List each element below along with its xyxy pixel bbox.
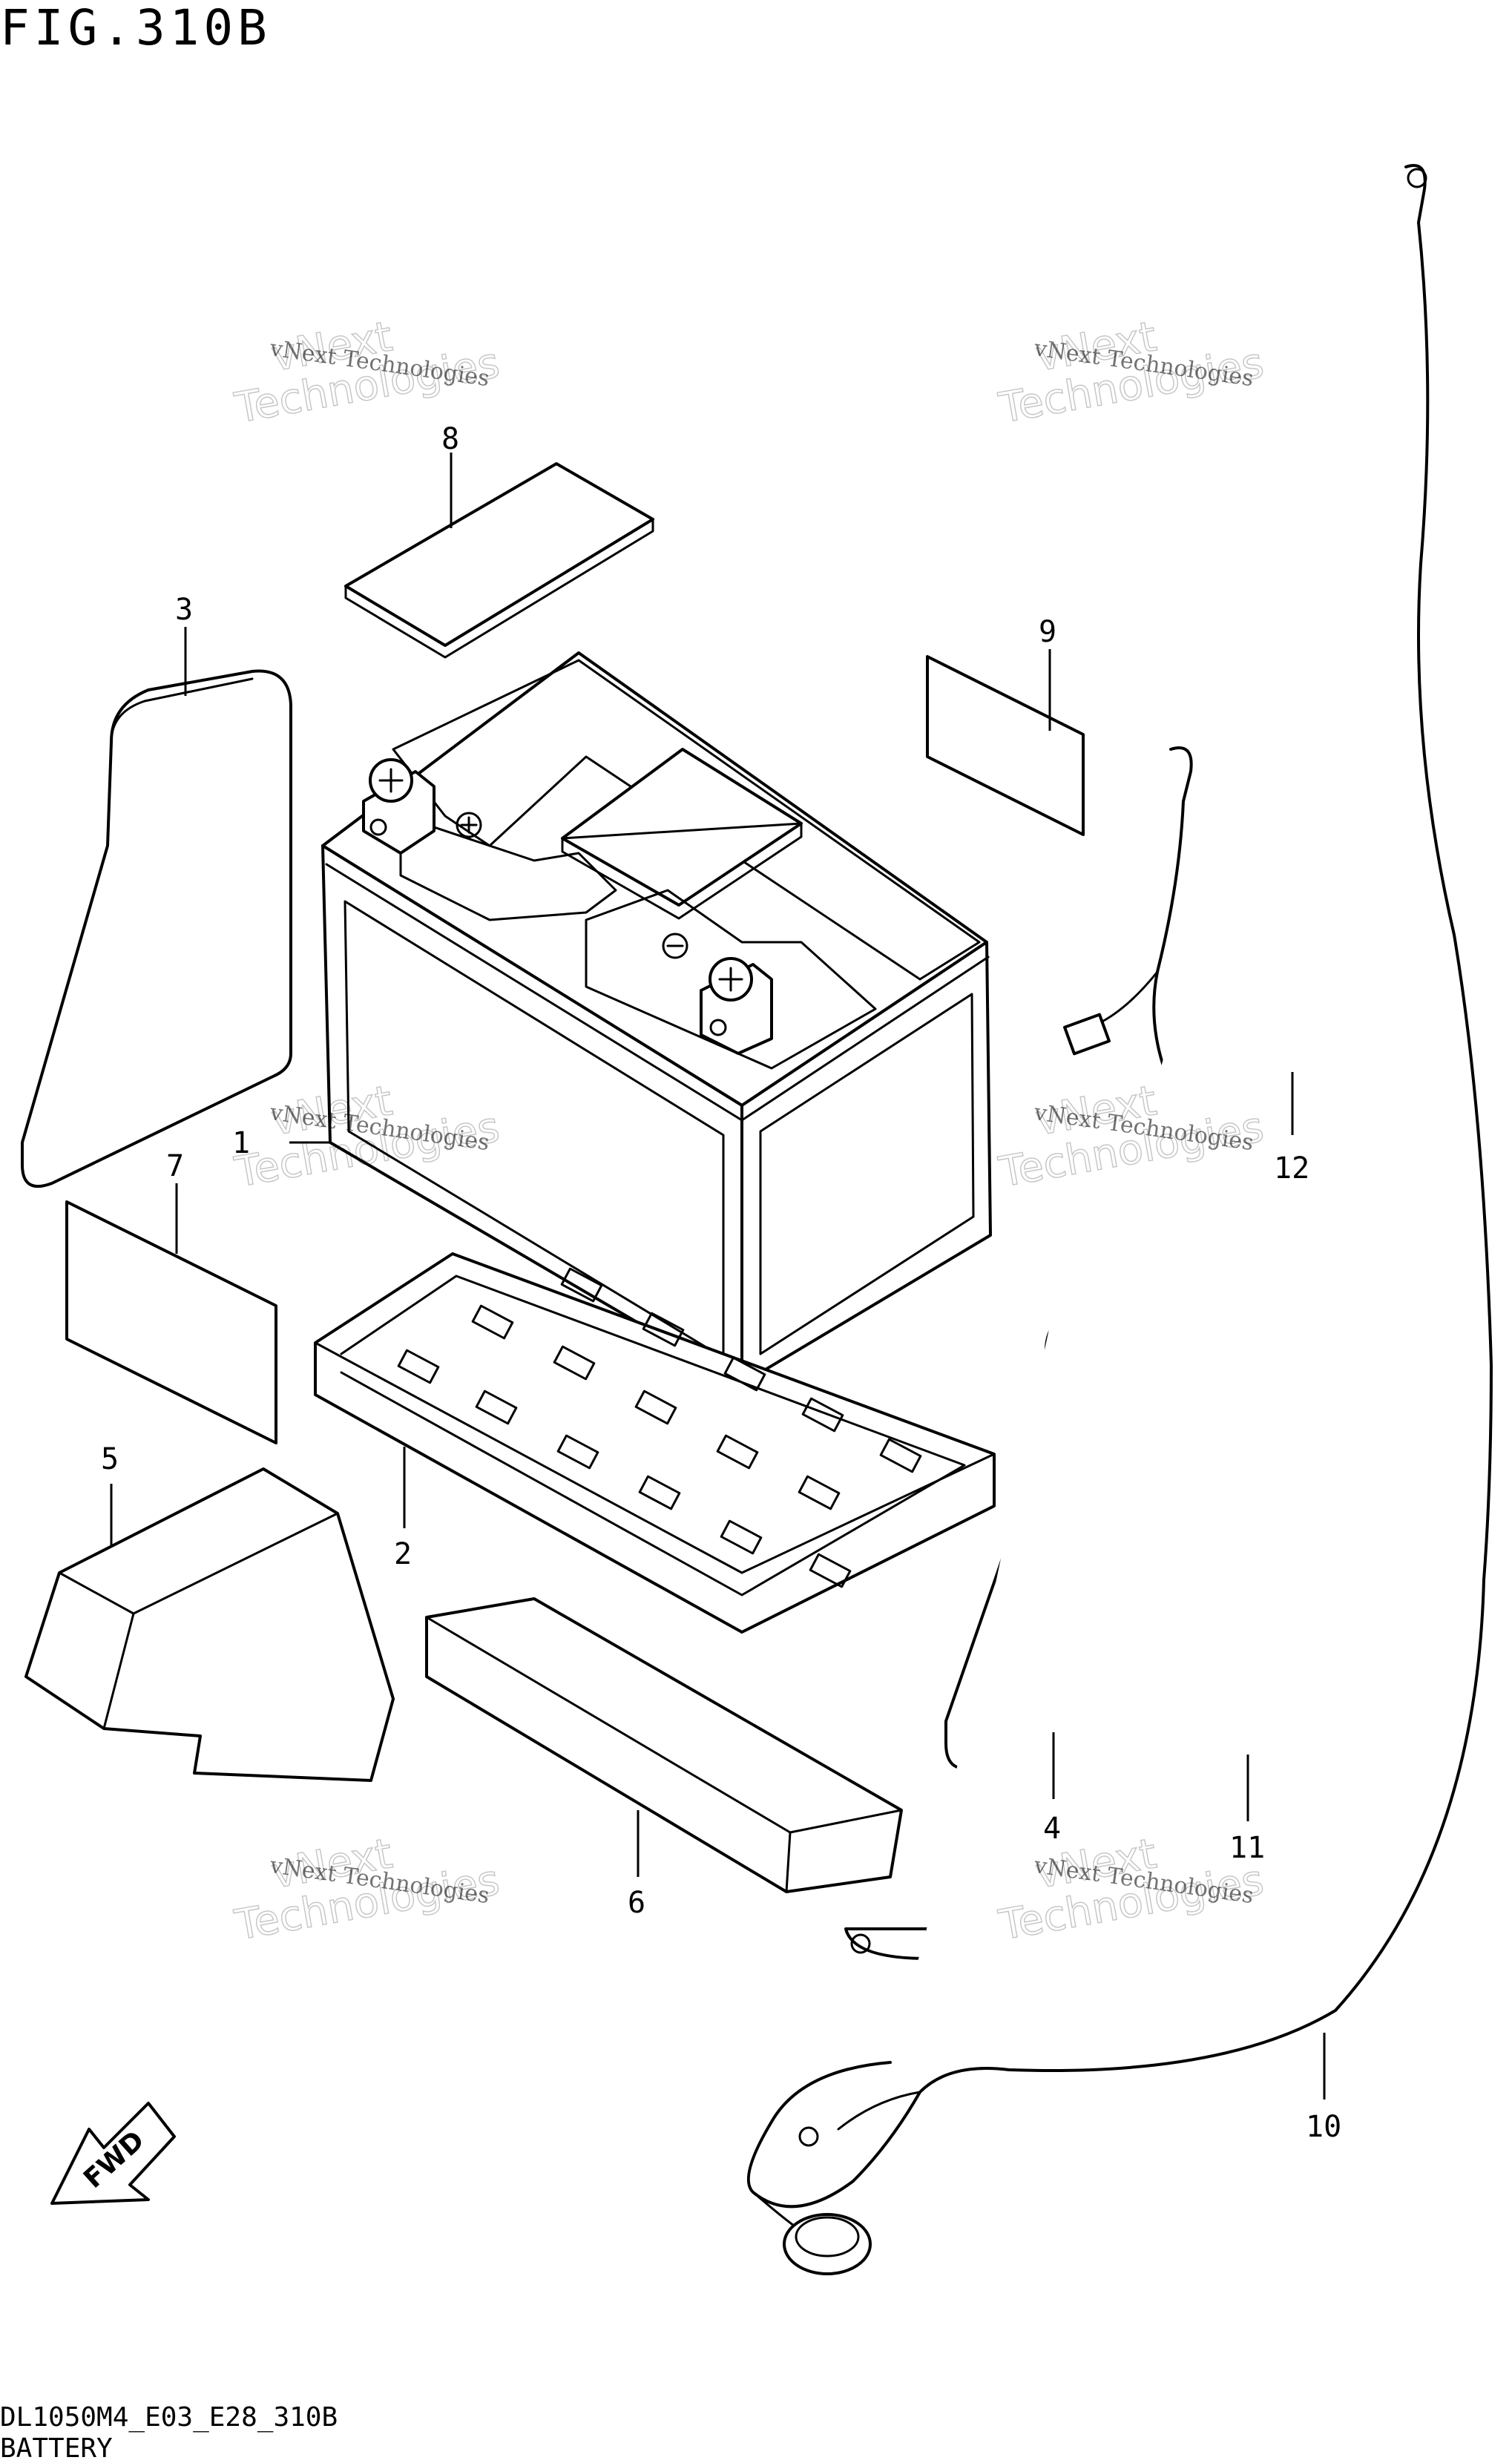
- callout-12: 12: [1274, 1151, 1309, 1186]
- leader-lines: [110, 453, 1326, 2099]
- callout-9: 9: [1039, 615, 1056, 649]
- part-cushion-left[interactable]: [21, 669, 292, 1188]
- positive-terminal: [700, 957, 773, 1055]
- watermark-1: vNext Technologies vNext Technologies: [231, 312, 504, 434]
- figure-title: FIG.310B: [0, 0, 272, 56]
- part-cover-pad[interactable]: [344, 462, 654, 659]
- callout-4: 4: [1043, 1812, 1061, 1846]
- callout-7: 7: [166, 1149, 184, 1183]
- part-label[interactable]: [65, 1200, 277, 1444]
- part-battery[interactable]: [321, 651, 992, 1385]
- callout-1: 1: [232, 1126, 250, 1160]
- part-cushion-front[interactable]: [24, 1467, 395, 1782]
- callout-2: 2: [394, 1537, 412, 1571]
- part-cushion-bottom[interactable]: [425, 1597, 903, 1893]
- callout-11: 11: [1229, 1831, 1265, 1865]
- part-lead-wire-long[interactable]: [746, 164, 1493, 2275]
- watermark-4: vNext Technologies vNext Technologies: [995, 1076, 1268, 1198]
- diagram-code: DL1050M4_E03_E28_310B: [0, 2402, 338, 2433]
- fwd-direction-marker: FWD: [50, 2102, 176, 2205]
- arrow-down-left-icon: [50, 2102, 176, 2205]
- watermark-2: vNext Technologies vNext Technologies: [995, 312, 1268, 434]
- callout-6: 6: [628, 1886, 645, 1920]
- part-battery-tray[interactable]: [314, 1252, 996, 1634]
- part-label-small[interactable]: [926, 655, 1085, 836]
- watermark-5: vNext Technologies vNext Technologies: [231, 1829, 504, 1951]
- negative-terminal: [362, 758, 435, 855]
- callout-3: 3: [175, 593, 193, 627]
- watermark-3: vNext Technologies vNext Technologies: [231, 1076, 504, 1198]
- plus-mark-icon: [456, 812, 482, 838]
- callout-10: 10: [1306, 2110, 1341, 2144]
- callout-8: 8: [441, 422, 459, 456]
- tray-cells: [397, 1267, 922, 1588]
- callout-5: 5: [101, 1442, 119, 1476]
- diagram-caption: BATTERY: [0, 2433, 113, 2463]
- rubber-cap: [783, 2213, 872, 2275]
- callout-numbers: 8 3 9 1 7 12 2 5 4 11 6 cushion-bottom 1…: [101, 422, 1341, 2144]
- minus-mark-icon: [662, 933, 688, 959]
